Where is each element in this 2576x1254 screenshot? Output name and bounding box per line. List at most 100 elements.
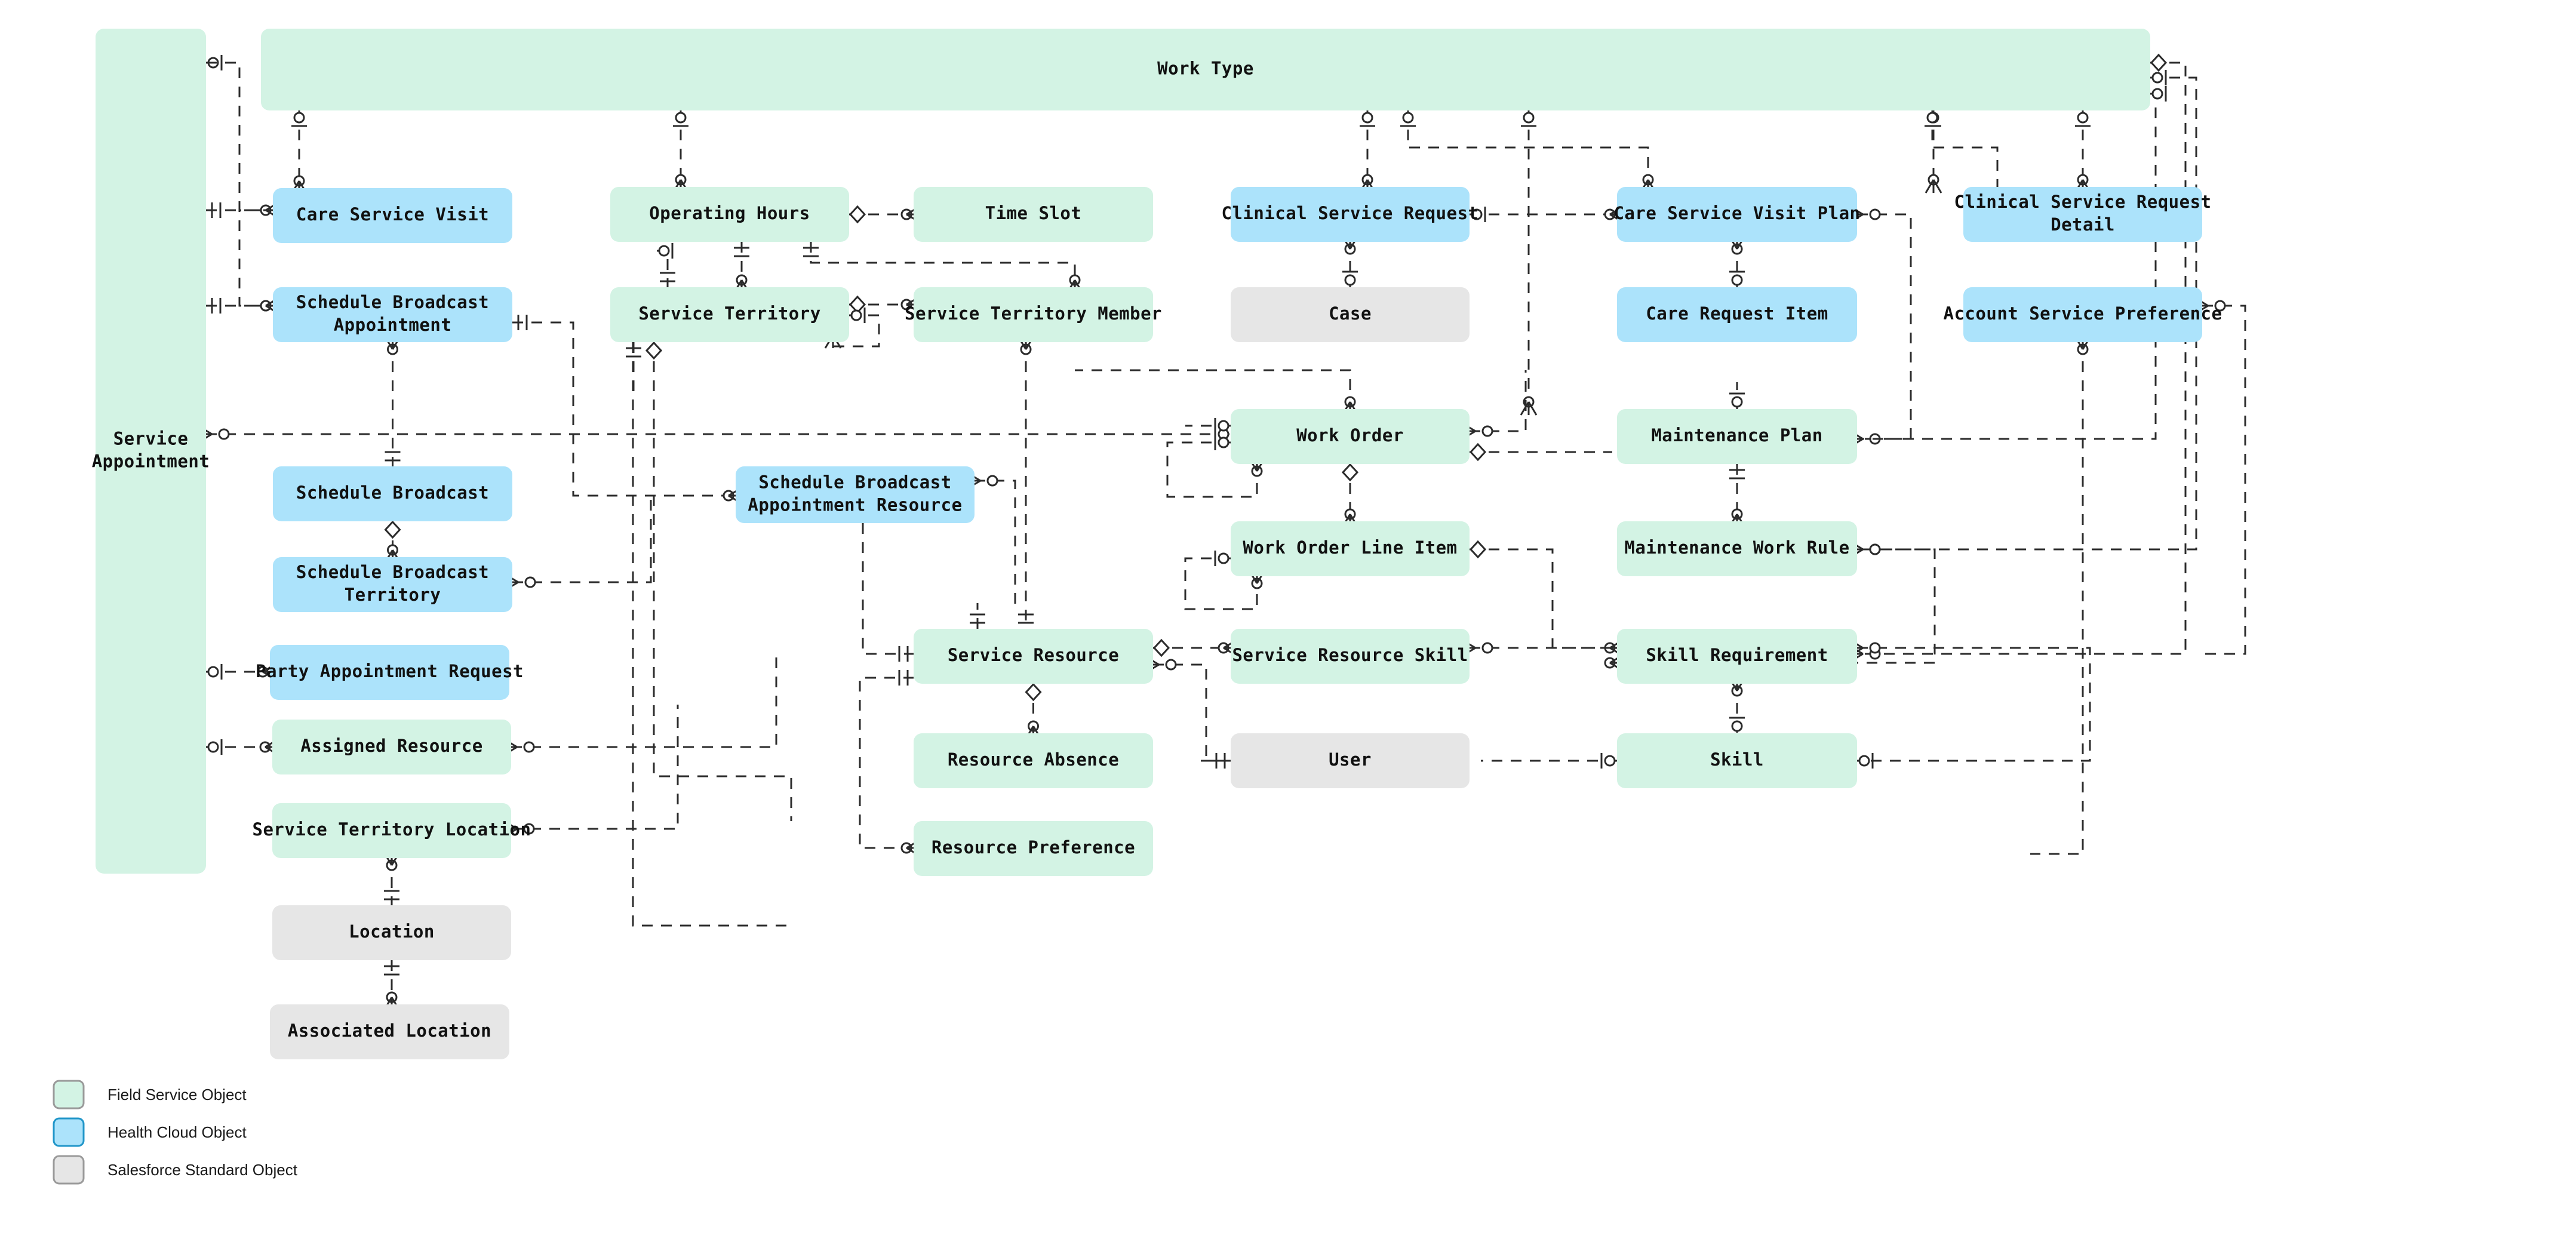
entity-party_appointment_request[interactable]: Party Appointment Request — [256, 645, 524, 700]
relationship-line — [511, 654, 777, 748]
entity-label: Service Territory Location — [253, 819, 531, 840]
entity-assigned_resource[interactable]: Assigned Resource — [272, 720, 511, 774]
entity-work_order_line_item[interactable]: Work Order Line Item — [1231, 521, 1470, 576]
relationship-line — [832, 314, 880, 348]
entity-maintenance_plan[interactable]: Maintenance Plan — [1617, 409, 1857, 464]
relationship-line — [1857, 647, 2091, 762]
entity-label: Time Slot — [985, 203, 1082, 223]
entity-associated_location[interactable]: Associated Location — [270, 1004, 509, 1059]
relationship-line — [1931, 110, 1999, 187]
legend-swatch — [53, 1117, 85, 1147]
entity-label: Party Appointment Request — [256, 661, 524, 681]
relationship-line — [862, 523, 914, 655]
entity-user[interactable]: User — [1231, 733, 1470, 788]
entity-label: Service Resource — [948, 645, 1119, 665]
entity-service_territory[interactable]: Service Territory — [610, 287, 849, 342]
relationship-line — [2202, 305, 2246, 655]
legend-label: Health Cloud Object — [107, 1123, 247, 1141]
legend-item-field_service: Field Service Object — [53, 1080, 247, 1109]
entity-label: Skill — [1710, 749, 1764, 770]
entity-label: Associated Location — [288, 1021, 491, 1041]
entity-location[interactable]: Location — [272, 905, 511, 960]
entity-care_service_visit[interactable]: Care Service Visit — [273, 188, 512, 243]
relationship-line — [653, 342, 792, 821]
entity-label: User — [1329, 749, 1372, 770]
entity-label: Skill Requirement — [1646, 645, 1828, 665]
entity-work_type[interactable]: Work Type — [261, 29, 2150, 110]
entity-skill[interactable]: Skill — [1617, 733, 1857, 788]
relationship-line — [1407, 110, 1649, 187]
entity-work_order[interactable]: Work Order — [1231, 409, 1470, 464]
entity-label: Clinical Service Request — [1221, 203, 1478, 223]
relationship-line — [511, 705, 679, 830]
entity-label: Schedule Broadcast — [296, 482, 489, 503]
entity-service_resource[interactable]: Service Resource — [914, 629, 1153, 684]
entity-label: Case — [1329, 303, 1372, 324]
entity-maintenance_work_rule[interactable]: Maintenance Work Rule — [1617, 521, 1857, 576]
entity-operating_hours[interactable]: Operating Hours — [610, 187, 849, 242]
entity-care_request_item[interactable]: Care Request Item — [1617, 287, 1857, 342]
entity-label: Care Service Visit — [296, 204, 489, 225]
entity-label: Location — [349, 921, 435, 942]
legend-item-health_cloud: Health Cloud Object — [53, 1117, 247, 1147]
entity-label: Account Service Preference — [1944, 303, 2223, 324]
relationship-line — [632, 342, 791, 927]
entity-label: Care Service Visit Plan — [1613, 203, 1860, 223]
legend-label: Salesforce Standard Object — [107, 1161, 298, 1179]
entity-schedule_broadcast[interactable]: Schedule Broadcast — [273, 466, 512, 521]
entity-case[interactable]: Case — [1231, 287, 1470, 342]
relationship-line — [1075, 369, 1351, 409]
relationship-line — [1857, 93, 2157, 440]
entity-label: Work Order — [1296, 425, 1404, 445]
entity-time_slot[interactable]: Time Slot — [914, 187, 1153, 242]
entity-resource_preference[interactable]: Resource Preference — [914, 821, 1153, 876]
entity-skill_requirement[interactable]: Skill Requirement — [1617, 629, 1857, 684]
relationship-line — [1184, 557, 1258, 610]
legend-item-salesforce_standard: Salesforce Standard Object — [53, 1155, 298, 1185]
entity-service_territory_location[interactable]: Service Territory Location — [253, 803, 531, 858]
entity-label: Resource Preference — [932, 837, 1135, 857]
relationship-line — [2030, 342, 2084, 855]
relationship-line — [1470, 370, 1527, 432]
entity-label: Work Order Line Item — [1243, 537, 1457, 558]
entity-account_service_pref[interactable]: Account Service Preference — [1944, 287, 2223, 342]
entity-care_service_visit_plan[interactable]: Care Service Visit Plan — [1613, 187, 1860, 242]
entity-service_territory_member[interactable]: Service Territory Member — [905, 287, 1162, 342]
relationship-line — [206, 62, 273, 307]
entity-label: Maintenance Plan — [1651, 425, 1822, 445]
entity-label: Work Type — [1157, 59, 1254, 79]
legend-label: Field Service Object — [107, 1086, 247, 1104]
relationship-line — [975, 480, 1016, 609]
relationship-line — [512, 321, 736, 497]
relationship-line — [1857, 213, 1912, 440]
relationship-line — [206, 62, 273, 211]
relationship-line — [512, 496, 652, 583]
relationship-line — [810, 242, 1076, 287]
legend-swatch — [53, 1155, 85, 1185]
entity-service_resource_skill[interactable]: Service Resource Skill — [1231, 629, 1470, 684]
entity-label: Service Territory Member — [905, 303, 1162, 324]
entity-label: Resource Absence — [948, 749, 1119, 770]
relationship-line — [1153, 663, 1231, 762]
relationship-line — [859, 677, 914, 849]
entity-resource_absence[interactable]: Resource Absence — [914, 733, 1153, 788]
relationship-line — [1857, 62, 2187, 655]
entity-label: Care Request Item — [1646, 303, 1828, 324]
relationship-line — [1470, 548, 1617, 649]
relationship-line — [1166, 441, 1258, 498]
entity-clinical_service_request[interactable]: Clinical Service Request — [1221, 187, 1478, 242]
entity-label: Maintenance Work Rule — [1624, 537, 1849, 558]
